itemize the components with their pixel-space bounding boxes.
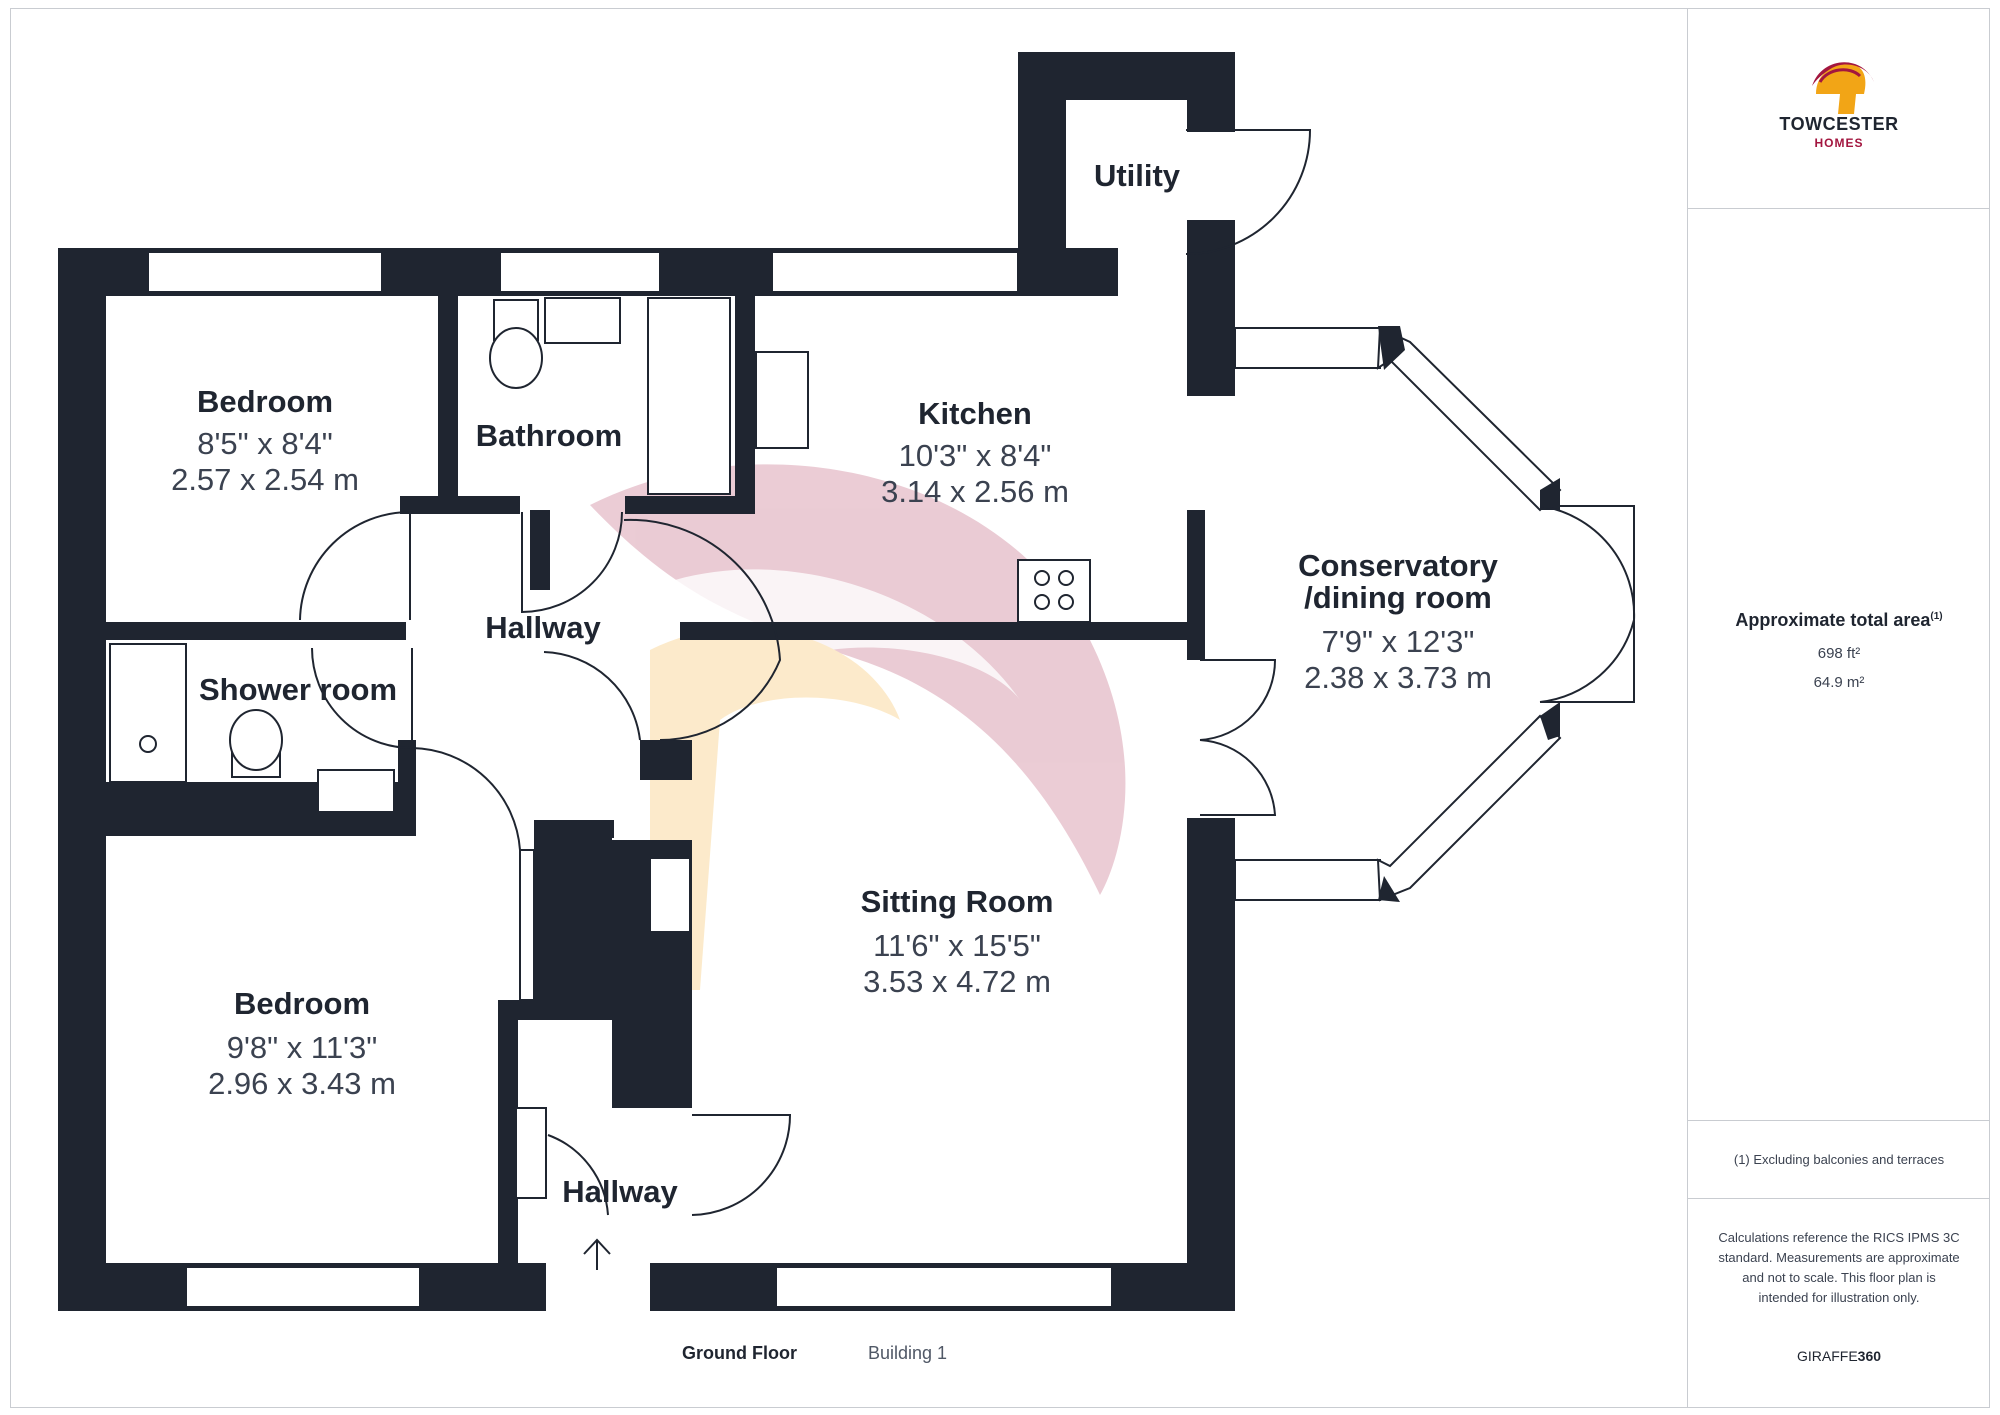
bathroom-basin (544, 297, 621, 344)
building-label: Building 1 (868, 1343, 947, 1363)
hallway2-name: Hallway (562, 1174, 678, 1209)
credit: GIRAFFE360 (1688, 1348, 1990, 1364)
area-sqm: 64.9 m² (1813, 674, 1865, 691)
bathroom-bath (647, 297, 731, 495)
shower-tray (109, 643, 187, 783)
sidebar-divider (1687, 8, 1688, 1408)
page-frame (10, 8, 1990, 1408)
bathroom-name: Bathroom (476, 418, 622, 453)
brand-sub: HOMES (1814, 136, 1864, 150)
conservatory-metric: 2.38 x 3.73 m (1304, 660, 1492, 695)
utility-name: Utility (1094, 158, 1181, 193)
conservatory-name-line1: Conservatory (1298, 548, 1499, 583)
sidebar-rule-1 (1688, 208, 1990, 209)
bedroom2-name: Bedroom (234, 986, 370, 1021)
sidebar-rule-2 (1688, 1120, 1990, 1121)
sidebar-rule-3 (1688, 1198, 1990, 1199)
footnote: (1) Excluding balconies and terraces (1733, 1152, 1945, 1167)
helmet-logo-icon (1812, 62, 1874, 114)
credit-part1: GIRAFFE (1796, 1348, 1858, 1364)
floor-label: Ground Floor (682, 1343, 797, 1363)
fixtures (109, 297, 1091, 1270)
bedroom1-metric: 2.57 x 2.54 m (171, 462, 359, 497)
sitting-name: Sitting Room (861, 884, 1054, 919)
brand-name: TOWCESTER (1779, 114, 1899, 134)
shower-basin (317, 769, 395, 813)
area-sqft: 698 ft² (1817, 645, 1861, 662)
sitting-metric: 3.53 x 4.72 m (863, 964, 1051, 999)
credit-part2: 360 (1857, 1348, 1882, 1364)
shower-name: Shower room (199, 672, 397, 707)
conservatory-name-line2: /dining room (1304, 580, 1492, 615)
disclaimer: Calculations reference the RICS IPMS 3C … (1718, 1230, 1960, 1305)
bedroom2-metric: 2.96 x 3.43 m (208, 1066, 396, 1101)
doors (299, 129, 1636, 1216)
area-note-marker: (1) (1930, 611, 1943, 622)
cupboard (515, 1107, 547, 1199)
wardrobe (519, 849, 535, 1001)
sitting-imperial: 11'6" x 15'5" (873, 928, 1041, 963)
bathroom-toilet (489, 327, 543, 389)
bedroom1-imperial: 8'5" x 8'4" (197, 426, 333, 461)
windows (147, 251, 1562, 1308)
conservatory-imperial: 7'9" x 12'3" (1322, 624, 1475, 659)
area-title-text: Approximate total area (1735, 610, 1931, 630)
room-labels: Utility Bedroom 8'5" x 8'4" 2.57 x 2.54 … (171, 158, 1499, 1209)
kitchen-sink (755, 351, 809, 449)
kitchen-imperial: 10'3" x 8'4" (899, 438, 1052, 473)
bedroom2-imperial: 9'8" x 11'3" (227, 1030, 377, 1065)
shower-toilet (229, 709, 283, 771)
fireplace (649, 857, 691, 933)
kitchen-metric: 3.14 x 2.56 m (881, 474, 1069, 509)
kitchen-name: Kitchen (918, 396, 1032, 431)
entrance-arrow-icon (583, 1238, 611, 1270)
bedroom1-name: Bedroom (197, 384, 333, 419)
hallway1-name: Hallway (485, 610, 601, 645)
area-title: Approximate total area(1) (1688, 610, 1990, 631)
kitchen-hob (1017, 559, 1091, 623)
